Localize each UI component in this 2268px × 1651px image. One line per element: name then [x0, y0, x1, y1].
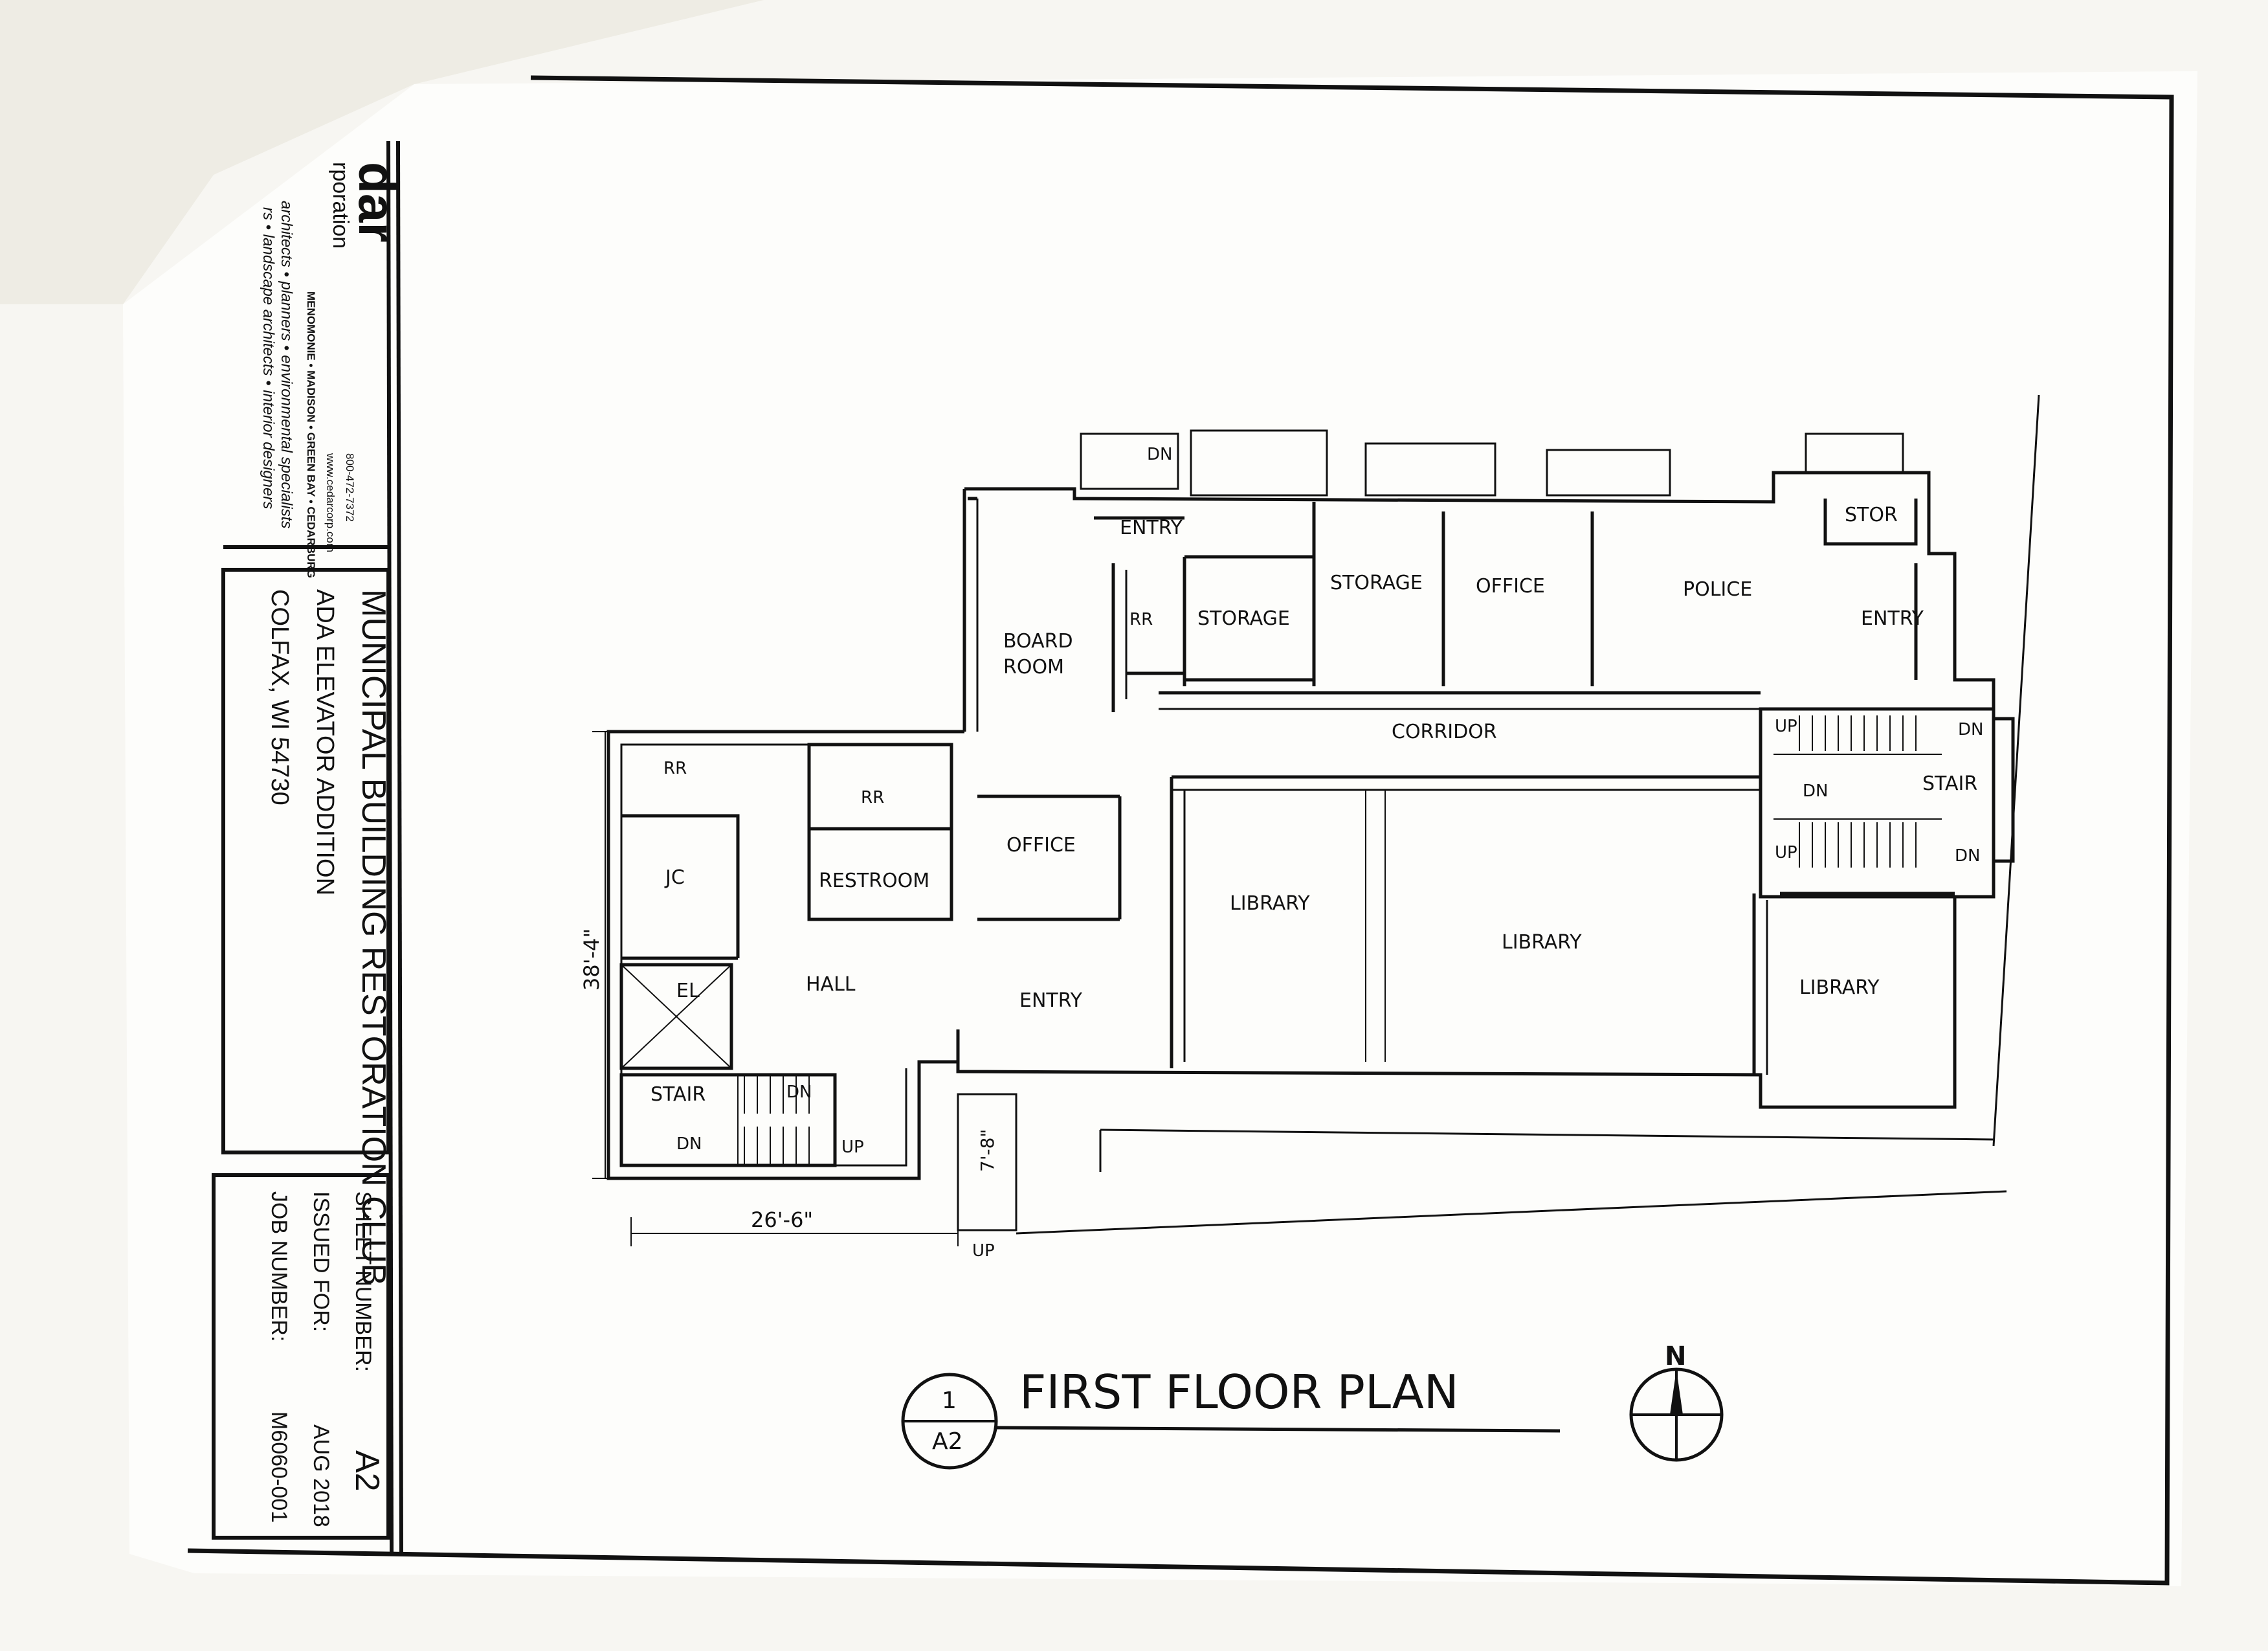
floor-plan — [592, 394, 2040, 1246]
project-location: COLFAX, WI 54730 — [266, 589, 293, 805]
room-stair-left: STAIR — [650, 1083, 706, 1106]
stair-mark-dn-1: DN — [1958, 720, 1983, 739]
stair-mark-dn-left-2: DN — [676, 1134, 702, 1154]
room-office-mid: OFFICE — [1006, 834, 1076, 857]
stair-mark-up-1: UP — [1775, 717, 1797, 736]
folded-corner — [0, 0, 764, 304]
stair-mark-up-left: UP — [841, 1138, 864, 1157]
dimension-stair: 7'-8" — [977, 1129, 998, 1172]
stair-mark-up-bottom: UP — [972, 1241, 995, 1261]
top-exterior-stairs — [1080, 429, 1904, 497]
stair-mark-up-2: UP — [1775, 843, 1797, 862]
drawing-title: FIRST FLOOR PLAN — [1019, 1365, 1459, 1419]
room-police: POLICE — [1683, 578, 1752, 601]
firm-services-line-2: rs • landscape architects • interior des… — [260, 207, 277, 509]
north-arrow: N — [1629, 1342, 1724, 1462]
detail-sheet-ref: A2 — [932, 1428, 963, 1455]
issued-for-label: ISSUED FOR: — [309, 1191, 333, 1332]
firm-offices: MENOMONIE • MADISON • GREEN BAY • CEDARB… — [305, 291, 317, 578]
drawing-title-block: 1 A2 FIRST FLOOR PLAN — [901, 1365, 1561, 1470]
detail-number: 1 — [942, 1387, 957, 1414]
room-library-1: LIBRARY — [1230, 892, 1310, 915]
project-subtitle: ADA ELEVATOR ADDITION — [311, 589, 339, 895]
room-hall: HALL — [806, 973, 856, 996]
job-number: M6060-001 — [267, 1411, 291, 1523]
room-rr-small: RR — [1129, 610, 1153, 629]
firm-phone: 800-472-7372 — [344, 453, 356, 522]
north-label: N — [1665, 1342, 1686, 1371]
room-el: EL — [676, 980, 700, 1002]
room-stair-right: STAIR — [1922, 772, 1977, 795]
room-entry-right: ENTRY — [1861, 607, 1924, 630]
room-library-3: LIBRARY — [1799, 976, 1880, 999]
sheet-border — [187, 75, 2174, 1586]
stair-direction-labels: DN UP DN DN UP DN DN DN UP UP — [676, 445, 1983, 1261]
firm-name: dar — [348, 162, 406, 243]
room-storage-2: STORAGE — [1197, 607, 1290, 630]
stair-mark-dn-2: DN — [1803, 781, 1828, 801]
sheet-number: A2 — [348, 1450, 386, 1492]
project-title: MUNICIPAL BUILDING RESTORATION CLUB — [355, 589, 392, 1286]
room-corridor: CORRIDOR — [1392, 721, 1497, 743]
room-library-2: LIBRARY — [1502, 931, 1582, 954]
room-labels: ENTRY STORAGE STORAGE OFFICE POLICE STOR… — [650, 504, 1977, 1106]
room-board-label-1: BOARD — [1003, 630, 1073, 653]
stair-right-treads — [1773, 715, 1942, 868]
dimension-height: 38'-4" — [579, 928, 604, 991]
addition-exterior-wall — [606, 730, 964, 1180]
room-rr-left: RR — [663, 759, 687, 778]
stair-mark-dn-top: DN — [1147, 445, 1172, 464]
issued-for: AUG 2018 — [309, 1424, 333, 1527]
room-rr-center: RR — [861, 788, 884, 807]
title-block — [212, 140, 403, 1555]
paper-sheet — [123, 71, 2197, 1586]
site-lines — [1016, 394, 2040, 1235]
firm-logo-block: dar rporation MENOMONIE • MADISON • GREE… — [260, 162, 406, 578]
room-storage-1: STORAGE — [1330, 572, 1423, 594]
dimension-width: 26'-6" — [751, 1207, 813, 1232]
room-board-label-2: ROOM — [1003, 656, 1064, 679]
firm-web: www.cedarcorp.com — [324, 453, 337, 552]
dimension-lines — [592, 731, 959, 1246]
room-stor: STOR — [1845, 504, 1898, 526]
room-restroom: RESTROOM — [819, 870, 929, 892]
job-number-label: JOB NUMBER: — [267, 1191, 291, 1342]
stair-mark-dn-3: DN — [1955, 846, 1980, 866]
project-block: MUNICIPAL BUILDING RESTORATION CLUB ADA … — [266, 589, 392, 1286]
sheet-info-block: SHEET NUMBER: A2 ISSUED FOR: AUG 2018 JO… — [267, 1191, 386, 1527]
sheet-number-label: SHEET NUMBER: — [351, 1191, 375, 1372]
stair-mark-dn-left-1: DN — [786, 1083, 812, 1102]
firm-subtitle: rporation — [328, 162, 353, 249]
stair-left-treads — [744, 1075, 810, 1165]
room-entry-main: ENTRY — [1019, 989, 1083, 1012]
room-office-top: OFFICE — [1476, 575, 1545, 598]
room-entry-top: ENTRY — [1120, 517, 1183, 539]
room-jc: JC — [664, 866, 685, 889]
firm-services-line-1: architects • planners • environmental sp… — [278, 201, 295, 528]
